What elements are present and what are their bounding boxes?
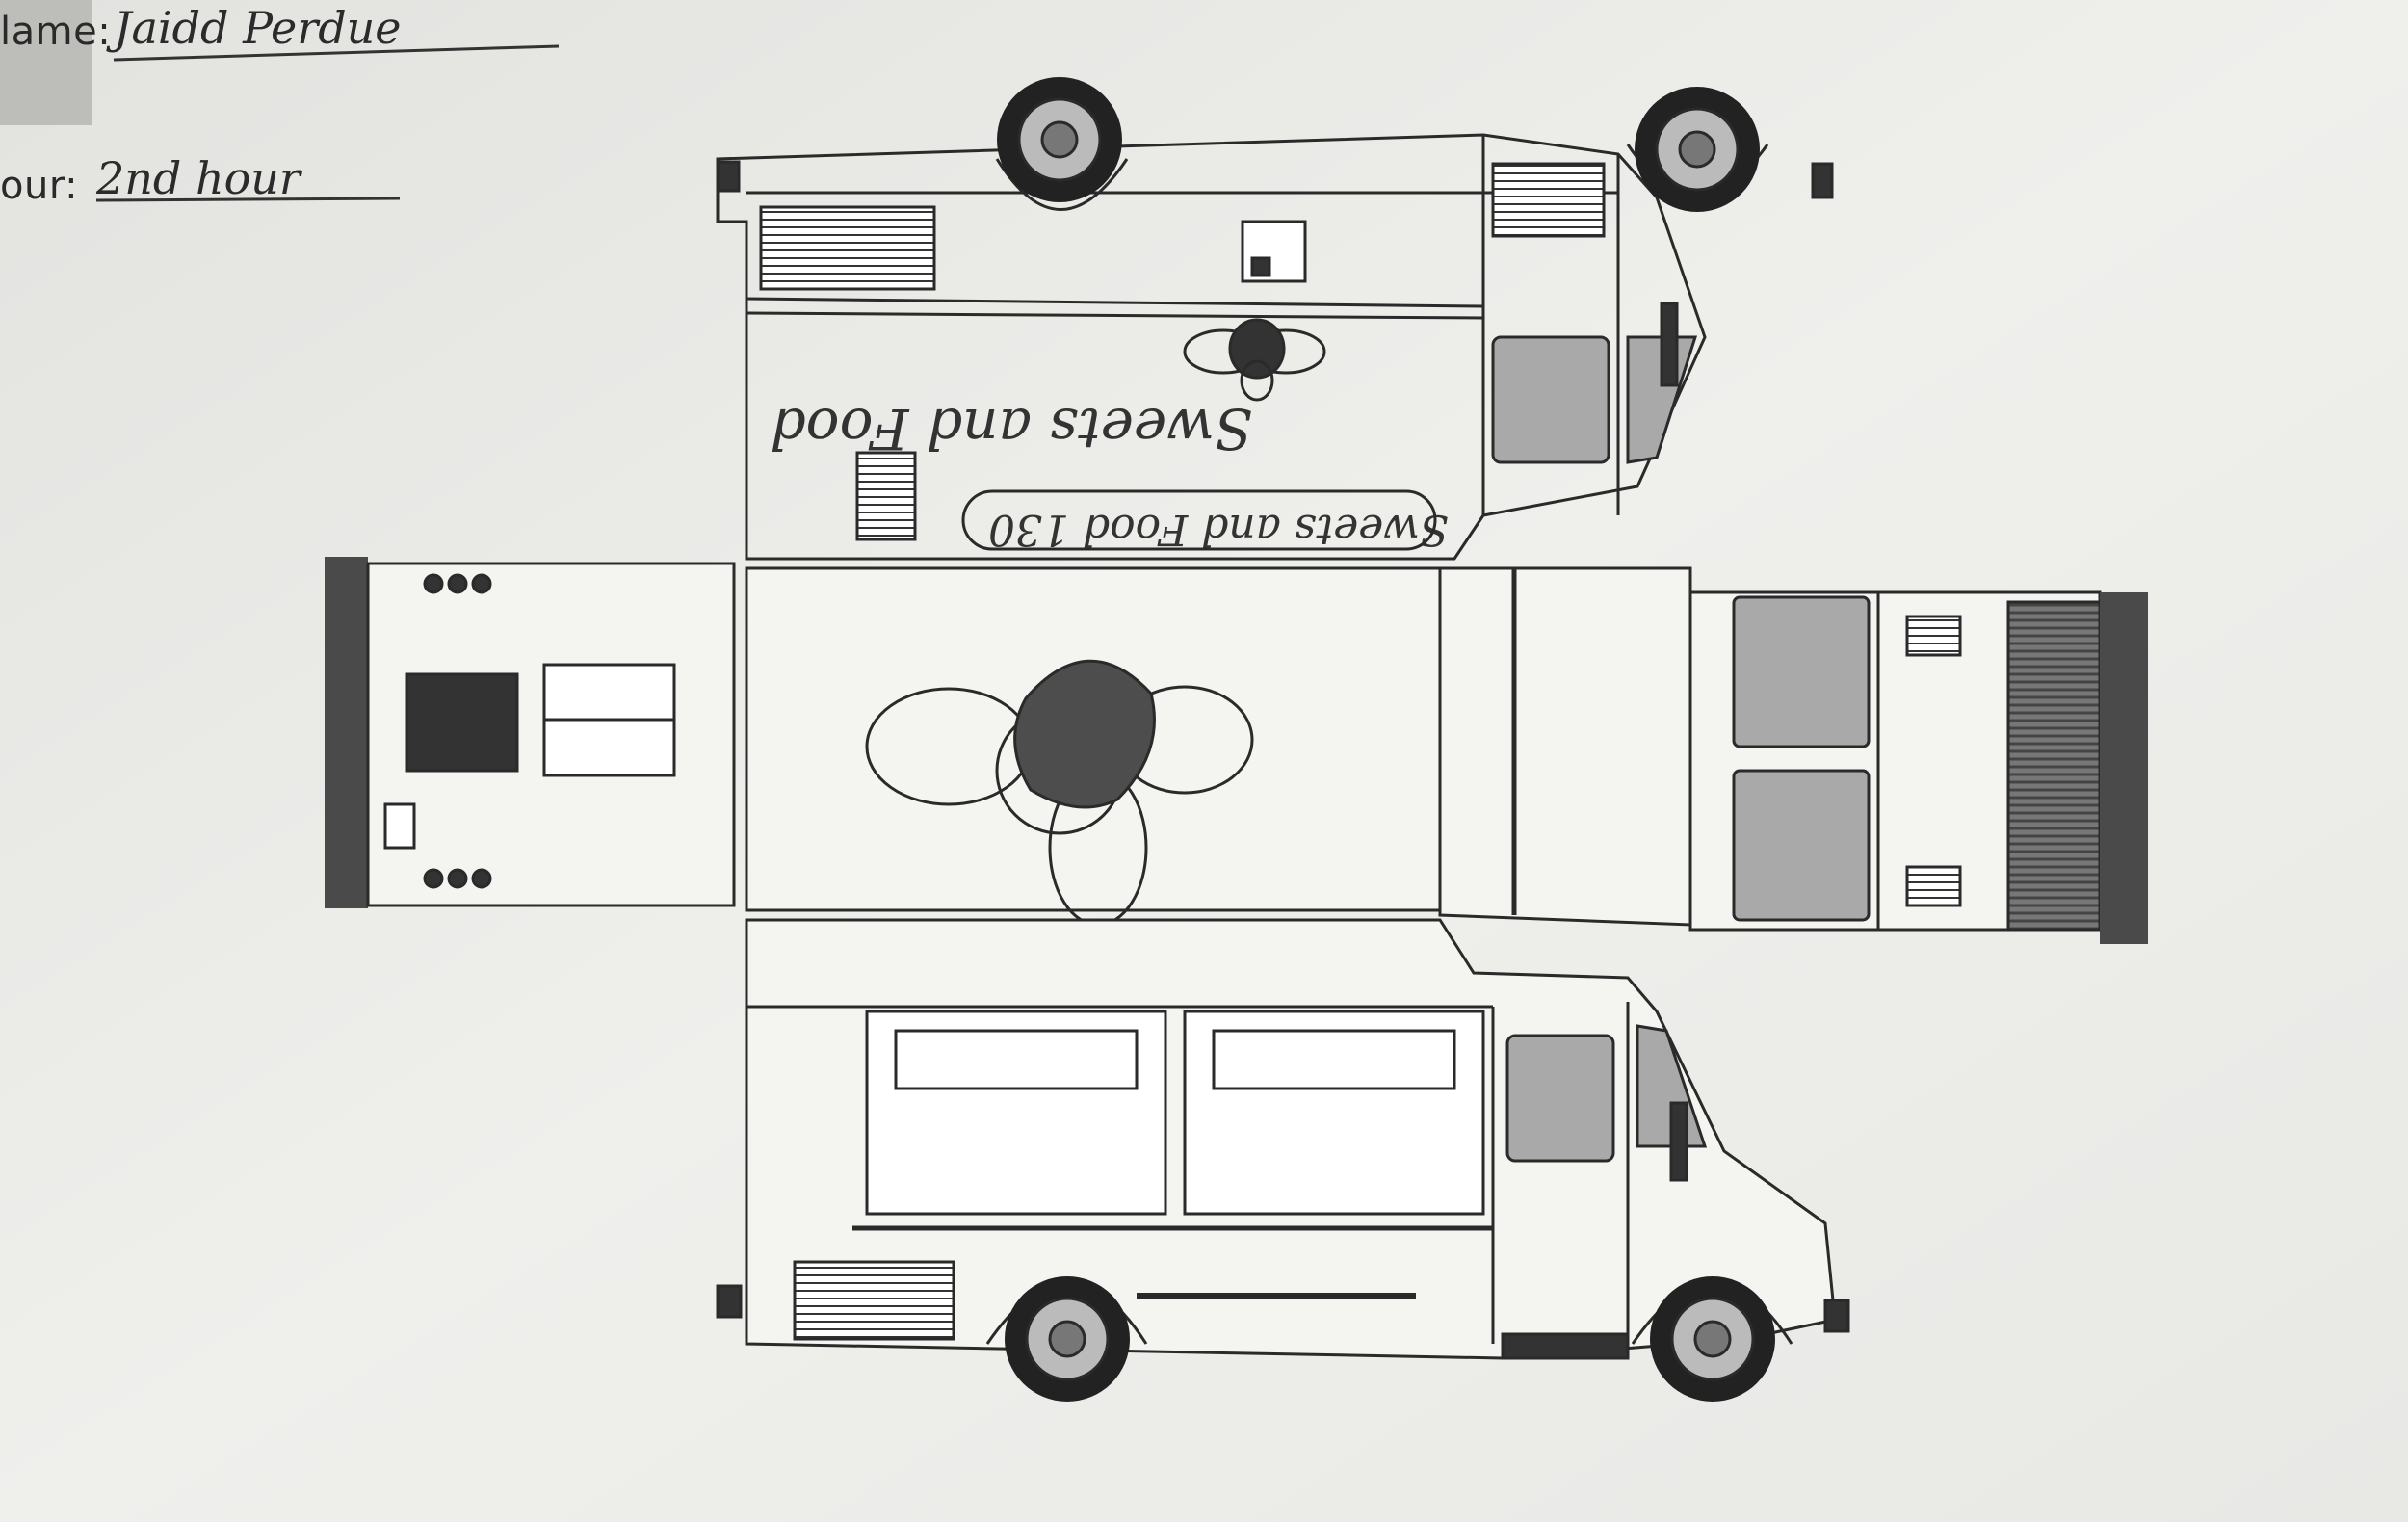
- top-bumper-front: [1811, 162, 1834, 199]
- tape-corner: [0, 0, 92, 125]
- front-grille: [2006, 600, 2102, 932]
- front-vent-upper: [1905, 615, 1962, 657]
- top-logo-text: Sweets and Food: [770, 396, 1252, 461]
- front-bumper: [2100, 592, 2148, 944]
- side-bumper-rear: [716, 1284, 743, 1319]
- top-vent: [759, 205, 936, 291]
- side-mirror: [1669, 1101, 1688, 1182]
- name-value-overlay: Jaidd Perdue: [114, 2, 402, 54]
- name-label-overlay: lame:: [0, 10, 112, 54]
- rear-bumper: [325, 557, 368, 908]
- top-mirror: [1660, 302, 1679, 387]
- front-panel: [1438, 566, 2148, 944]
- top-wheel-front: [1635, 87, 1760, 212]
- top-cab-vent: [1491, 162, 1606, 238]
- top-bumper-rear: [716, 160, 741, 193]
- top-side-panel: [716, 133, 1834, 561]
- rear-panel: [325, 557, 736, 908]
- name-underline: [113, 44, 560, 62]
- side-lower-vent: [793, 1260, 955, 1341]
- top-window: [1491, 335, 1610, 464]
- front-window-upper: [1732, 595, 1871, 748]
- bottom-side-panel: [716, 918, 1850, 1360]
- side-bumper-front: [1823, 1299, 1850, 1333]
- bottom-wheel-front: [1650, 1276, 1775, 1402]
- top-lower-vent: [855, 451, 917, 541]
- roof-logo-drawing: [865, 659, 1254, 927]
- top-plate-frame: [961, 489, 1437, 551]
- top-plate-text: Sweets and Food 130: [988, 505, 1449, 554]
- hour-label-overlay: our:: [0, 164, 79, 208]
- side-cab-window: [1505, 1034, 1615, 1163]
- hour-underline: [95, 197, 401, 202]
- top-logo-drawing: [1183, 318, 1326, 402]
- bottom-wheel-rear: [1005, 1276, 1130, 1402]
- rear-window: [405, 672, 519, 773]
- front-window-lower: [1732, 769, 1871, 922]
- side-running-board: [1501, 1332, 1630, 1360]
- top-wheel-rear: [997, 77, 1122, 202]
- front-vent-lower: [1905, 865, 1962, 907]
- hour-value-overlay: 2nd hour: [96, 152, 301, 204]
